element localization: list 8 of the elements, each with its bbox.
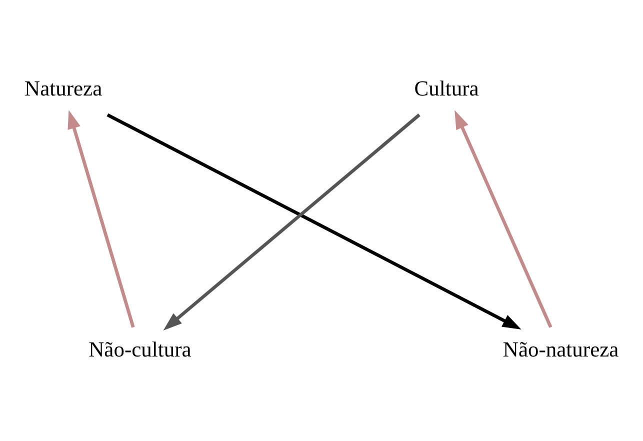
node-text: Não-cultura [88, 337, 192, 362]
arrow [106, 112, 522, 330]
node-text: Não-natureza [502, 337, 619, 362]
node-text: Cultura [414, 76, 479, 100]
node-text: Natureza [24, 76, 102, 100]
arrow [163, 113, 420, 330]
arrow [454, 110, 552, 328]
arrow [68, 109, 135, 328]
